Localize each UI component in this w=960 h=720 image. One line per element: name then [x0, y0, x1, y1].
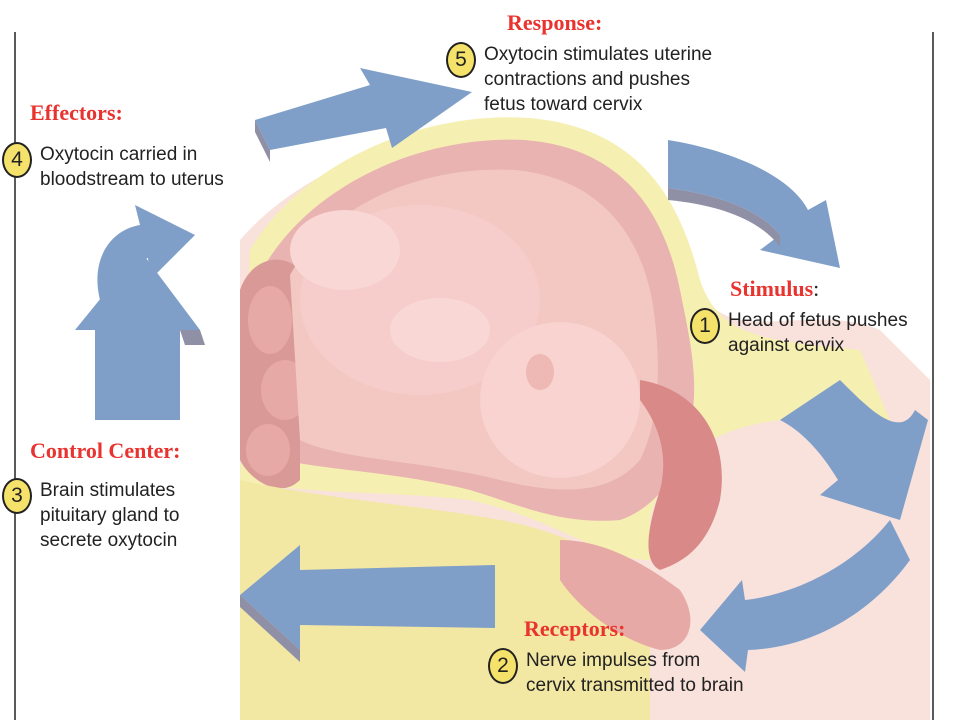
effectors-line: Oxytocin carried in — [40, 144, 198, 165]
arrow-left-edge — [180, 330, 205, 345]
response-line: fetus toward cervix — [484, 94, 643, 115]
fetus-head — [480, 322, 640, 478]
receptors-step: 2 Nerve impulses from cervix transmitted… — [488, 648, 744, 698]
stimulus-line: Head of fetus pushes — [728, 310, 908, 331]
step-number-badge: 1 — [690, 308, 720, 344]
arrow-top-right — [668, 140, 840, 268]
cervix — [640, 380, 722, 570]
fetus-arm — [390, 298, 490, 362]
control-center-line: Brain stimulates — [40, 480, 176, 501]
effectors-line: bloodstream to uterus — [40, 169, 224, 190]
control-center-heading: Control Center: — [30, 438, 181, 463]
response-heading: Response: — [507, 10, 603, 35]
arrow-top-left-edge — [255, 120, 270, 162]
response-line: Oxytocin stimulates uterine — [484, 44, 713, 65]
arrow-upper-left — [97, 205, 195, 300]
arrow-right — [780, 380, 928, 520]
control-center-step: 3 Brain stimulates pituitary gland to se… — [2, 478, 179, 553]
intestine-loop — [248, 286, 292, 354]
response-step: 5 Oxytocin stimulates uterine contractio… — [446, 42, 712, 117]
step-number-badge: 3 — [2, 478, 32, 514]
step-number-badge: 4 — [2, 142, 32, 178]
response-text: Oxytocin stimulates uterine contractions… — [484, 42, 712, 117]
fetus-ear — [526, 354, 554, 390]
arrow-bottom-left-edge — [240, 595, 300, 662]
arrow-left — [75, 250, 200, 420]
effectors-step: 4 Oxytocin carried in bloodstream to ute… — [2, 142, 224, 192]
stimulus-line: against cervix — [728, 335, 845, 356]
stimulus-heading: Stimulus: — [730, 276, 819, 302]
left-frame-line — [14, 32, 16, 720]
receptors-line: Nerve impulses from — [526, 650, 701, 671]
arrow-bottom-left — [240, 545, 495, 650]
stimulus-text: Head of fetus pushes against cervix — [728, 308, 908, 358]
control-center-text: Brain stimulates pituitary gland to secr… — [40, 478, 179, 553]
step-number-badge: 5 — [446, 42, 476, 78]
step-number-badge: 2 — [488, 648, 518, 684]
intestine-loop — [246, 424, 290, 476]
control-center-line: pituitary gland to — [40, 505, 180, 526]
arrow-top-left — [255, 68, 472, 150]
stimulus-heading-colon: : — [813, 276, 820, 301]
arrow-bottom-right — [700, 520, 910, 672]
effectors-heading: Effectors: — [30, 100, 123, 125]
right-frame-line — [932, 32, 934, 720]
effectors-text: Oxytocin carried in bloodstream to uteru… — [40, 142, 224, 192]
control-center-line: secrete oxytocin — [40, 530, 178, 551]
stimulus-step: 1 Head of fetus pushes against cervix — [690, 308, 908, 358]
receptors-line: cervix transmitted to brain — [526, 675, 744, 696]
arrow-top-right-edge — [668, 188, 780, 247]
stimulus-heading-label: Stimulus — [730, 276, 814, 301]
fetus-leg — [290, 210, 400, 290]
receptors-text: Nerve impulses from cervix transmitted t… — [526, 648, 744, 698]
spine-tissue — [560, 540, 691, 650]
receptors-heading: Receptors: — [524, 616, 626, 641]
response-line: contractions and pushes — [484, 69, 690, 90]
